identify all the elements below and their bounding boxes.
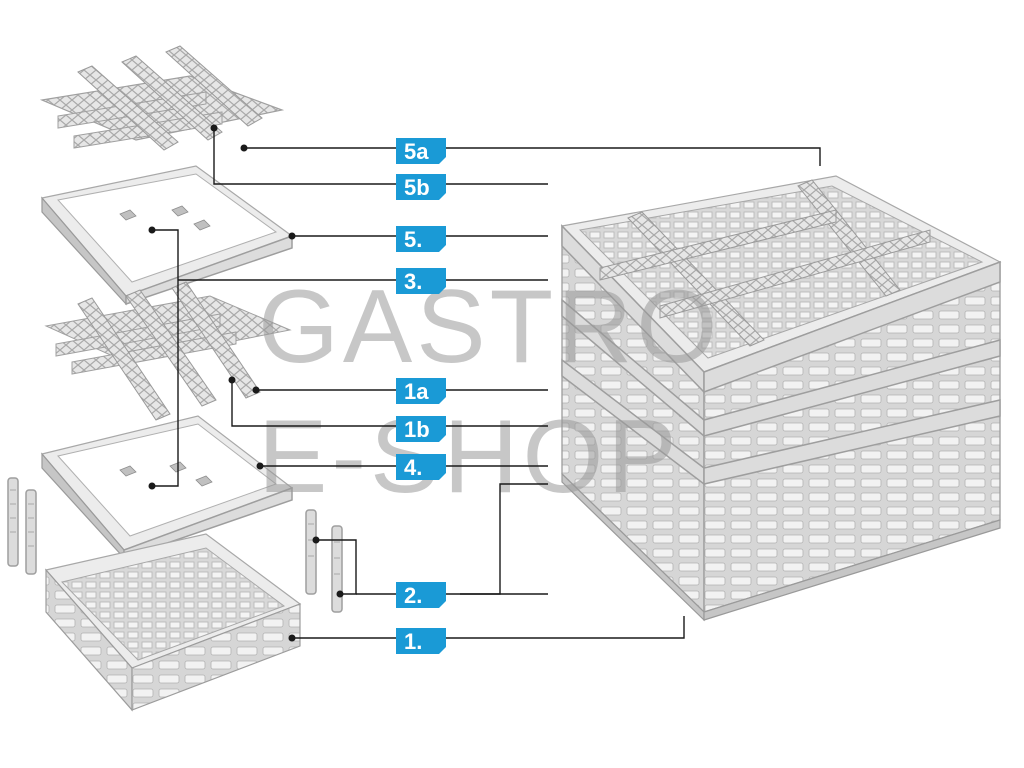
label-badge-5b: 5b [396, 174, 446, 200]
base-rack-1 [44, 533, 302, 712]
label-badge-4: 4. [396, 454, 446, 480]
watermark-line-2: E-SHOP [258, 399, 681, 515]
label-badge-1b: 1b [396, 416, 446, 442]
watermark-line-1: GASTRO [258, 269, 721, 385]
label-badge-1: 1. [396, 628, 446, 654]
label-badge-1a: 1a [396, 378, 446, 404]
label-badge-text: 5. [404, 227, 422, 252]
extender-frame-4 [40, 415, 294, 560]
label-badge-5: 5. [396, 226, 446, 252]
column-pieces-2 [7, 477, 343, 613]
assembled-rack [560, 175, 1002, 622]
label-badge-text: 5a [404, 139, 429, 164]
label-badges: 5a 5b 5. 3. 1a 1b 4. 2. 1. [396, 138, 446, 654]
label-badge-3: 3. [396, 268, 446, 294]
leader-lines [148, 124, 821, 642]
label-badge-text: 2. [404, 583, 422, 608]
label-badge-text: 5b [404, 175, 430, 200]
label-badge-text: 1a [404, 379, 429, 404]
divider-insert-middle [44, 281, 292, 421]
label-badge-text: 1b [404, 417, 430, 442]
label-badge-text: 3. [404, 269, 422, 294]
extender-frame-5 [40, 165, 294, 306]
label-badge-text: 4. [404, 455, 422, 480]
divider-insert-top [39, 45, 285, 151]
label-badge-5a: 5a [396, 138, 446, 164]
label-badge-text: 1. [404, 629, 422, 654]
label-badge-2: 2. [396, 582, 446, 608]
